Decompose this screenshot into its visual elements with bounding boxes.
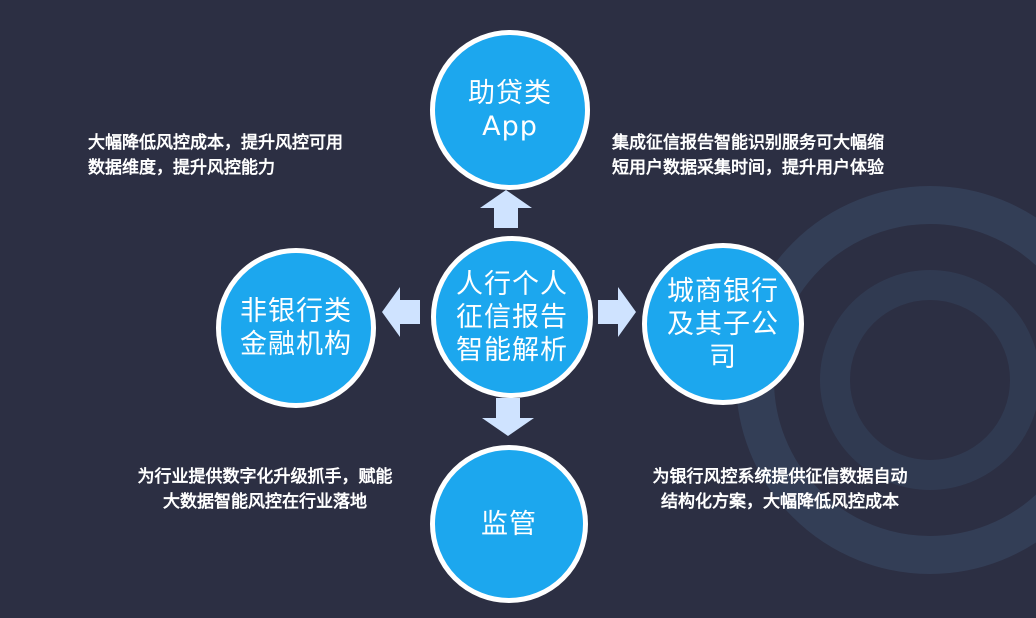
description-bottom-left: 为行业提供数字化升级抓手，赋能 大数据智能风控在行业落地 — [137, 467, 393, 512]
node-credit-report-parsing: 人行个人 征信报告 智能解析 — [431, 236, 593, 398]
center-node-label: 人行个人 征信报告 智能解析 — [456, 268, 568, 366]
description-top-right: 集成征信报告智能识别服务可大幅缩 短用户数据采集时间，提升用户体验 — [612, 133, 884, 178]
arrow-up-icon — [480, 190, 532, 228]
node-loan-app: 助贷类 App — [430, 30, 590, 190]
node-non-bank-label: 非银行类 金融机构 — [240, 296, 352, 360]
arrow-right-icon — [598, 287, 636, 337]
arrow-left-icon — [382, 287, 420, 337]
node-non-bank-institutions: 非银行类 金融机构 — [216, 248, 376, 408]
node-loan-app-label: 助贷类 App — [468, 78, 552, 142]
arrow-down-icon — [482, 398, 534, 436]
node-city-bank-label: 城商银行 及其子公 司 — [667, 275, 779, 373]
node-regulation: 监管 — [430, 445, 588, 603]
node-regulation-label: 监管 — [481, 508, 537, 540]
description-bottom-right: 为银行风控系统提供征信数据自动 结构化方案，大幅降低风控成本 — [652, 467, 908, 512]
node-city-commercial-banks: 城商银行 及其子公 司 — [642, 243, 804, 405]
description-top-left: 大幅降低风控成本，提升风控可用 数据维度，提升风控能力 — [88, 133, 343, 178]
